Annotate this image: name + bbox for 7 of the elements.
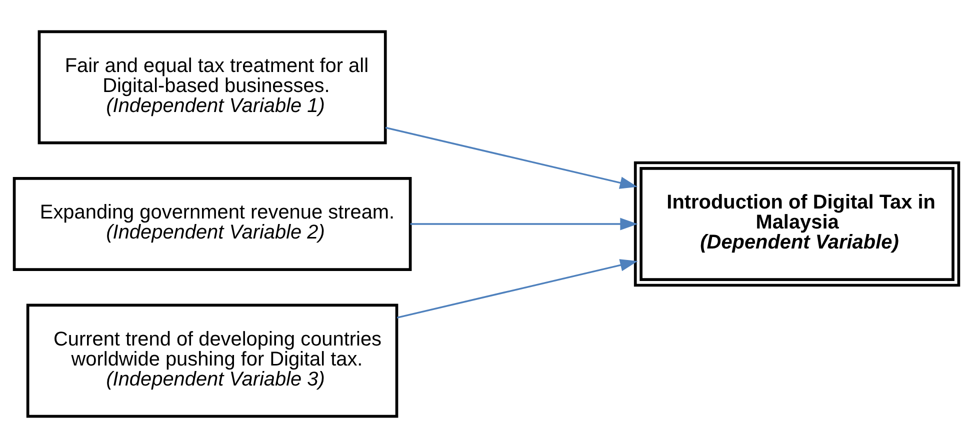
node-box: Fair and equal tax treatment for all Digital-based businesses. (Independent Variable 1) — [38, 30, 387, 144]
arrow — [396, 258, 638, 318]
node-box: Introduction of Digital Tax in Malaysia (Dependent Variable) — [634, 160, 960, 286]
arrow — [385, 126, 638, 188]
node-box: Current trend of developing countries worldwide pushing for Digital tax. (Independent Variable 3) — [26, 303, 398, 418]
node-box: Expanding government revenue stream. (Independent Variable 2) — [12, 176, 412, 270]
arrow — [410, 217, 638, 230]
